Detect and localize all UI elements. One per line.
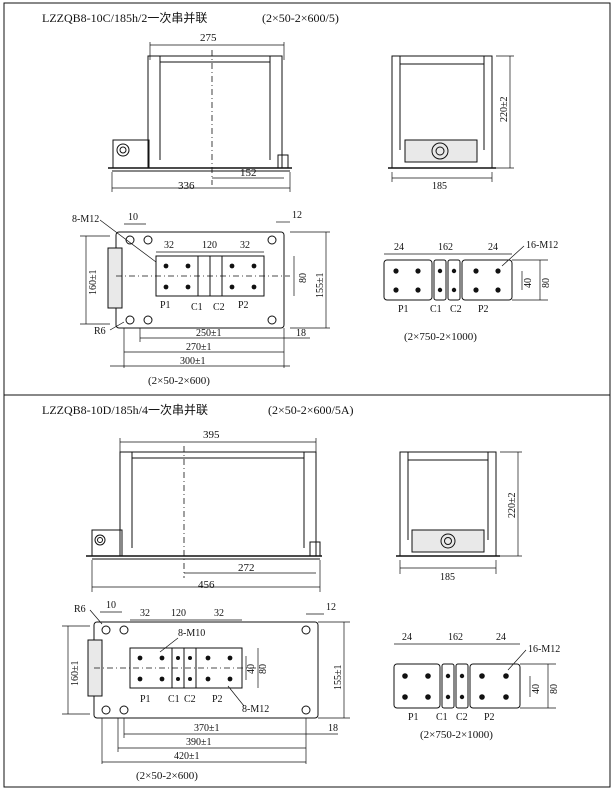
section-d-plan-c1: C1 xyxy=(168,694,180,705)
section-c-term-d24a: 24 xyxy=(394,242,404,253)
section-c-term-hole-label: 16-M12 xyxy=(526,240,558,251)
section-d-plan-view: R6 10 12 32 120 32 8-M10 xyxy=(62,600,350,782)
section-d-term-d162: 162 xyxy=(448,632,463,643)
section-c-plan-radius: R6 xyxy=(94,326,106,337)
section-c-term-c1: C1 xyxy=(430,304,442,315)
section-c-plan-w270: 270±1 xyxy=(186,342,212,353)
section-d-plan-c2: C2 xyxy=(184,694,196,705)
section-d-front-width-bottom: 456 xyxy=(198,579,215,591)
section-d-plan-caption: (2×50-2×600) xyxy=(136,770,198,782)
section-d-side-view: 220±2 185 xyxy=(396,451,522,583)
section-d-plan-w390: 390±1 xyxy=(186,737,212,748)
section-c-front-view: 275 152 336 xyxy=(108,32,292,192)
section-c-term-h40: 40 xyxy=(523,278,534,288)
section-c-plan-d120: 120 xyxy=(202,240,217,251)
section-d-plan-p1: P1 xyxy=(140,694,151,705)
section-c-term-d24b: 24 xyxy=(488,242,498,253)
section-d-term-hole-label: 16-M12 xyxy=(528,644,560,655)
section-c-plan-caption: (2×50-2×600) xyxy=(148,375,210,387)
section-d-plan-hole-label-a: 8-M10 xyxy=(178,628,205,639)
section-c-plan-view: 8-M12 10 12 32 120 32 xyxy=(72,210,330,387)
section-c-plan-c1: C1 xyxy=(191,302,203,313)
section-c-front-width-bottom: 336 xyxy=(178,180,195,192)
section-d-title: LZZQB8-10D/185h/4一次串并联 xyxy=(42,403,208,417)
section-c-side-view: 220±2 185 xyxy=(388,55,514,192)
section-c-spec: (2×50-2×600/5) xyxy=(262,11,339,25)
section-c-plan-d18: 18 xyxy=(296,328,306,339)
section-c-plan-w300: 300±1 xyxy=(180,356,206,367)
section-c-plan-d10: 10 xyxy=(128,212,138,223)
section-c-side-height: 220±2 xyxy=(499,97,510,123)
section-c-plan-hole-label: 8-M12 xyxy=(72,214,99,225)
section-c-plan-right-h: 155±1 xyxy=(315,273,326,299)
section-d-term-caption: (2×750-2×1000) xyxy=(420,729,493,741)
section-c-plan-d32a: 32 xyxy=(164,240,174,251)
section-c-plan-p2: P2 xyxy=(238,300,249,311)
section-c: LZZQB8-10C/185h/2一次串并联 (2×50-2×600/5) 27… xyxy=(42,11,558,387)
section-d-side-width: 185 xyxy=(440,572,455,583)
section-c-terminal-view: 24 162 24 16-M12 40 80 P1 xyxy=(383,240,558,343)
section-d-plan-d32b: 32 xyxy=(214,608,224,619)
section-c-plan-mid-h: 80 xyxy=(298,273,309,283)
section-c-term-caption: (2×750-2×1000) xyxy=(404,331,477,343)
section-c-plan-c2: C2 xyxy=(213,302,225,313)
section-d-plan-radius: R6 xyxy=(74,604,86,615)
section-c-title: LZZQB8-10C/185h/2一次串并联 xyxy=(42,11,207,25)
section-c-plan-p1: P1 xyxy=(160,300,171,311)
section-d-term-c1: C1 xyxy=(436,712,448,723)
section-c-plan-w250: 250±1 xyxy=(196,328,222,339)
section-c-term-p2: P2 xyxy=(478,304,489,315)
section-d-plan-right-h: 155±1 xyxy=(333,665,344,691)
section-c-side-width: 185 xyxy=(432,181,447,192)
section-d-spec: (2×50-2×600/5A) xyxy=(268,403,354,417)
section-c-term-d162: 162 xyxy=(438,242,453,253)
section-d-plan-w420: 420±1 xyxy=(174,751,200,762)
section-c-term-c2: C2 xyxy=(450,304,462,315)
section-c-plan-left-h: 160±1 xyxy=(88,270,99,296)
section-d-plan-left-h: 160±1 xyxy=(70,661,81,687)
section-d-plan-d10: 10 xyxy=(106,600,116,611)
section-d-term-d24b: 24 xyxy=(496,632,506,643)
section-d-plan-d120: 120 xyxy=(171,608,186,619)
section-d-plan-h80: 80 xyxy=(258,664,269,674)
section-d: LZZQB8-10D/185h/4一次串并联 (2×50-2×600/5A) 3… xyxy=(42,403,560,782)
section-d-term-h40: 40 xyxy=(531,684,542,694)
section-d-terminal-view: 24 162 24 16-M12 40 80 P1 xyxy=(393,632,560,741)
section-d-plan-d18: 18 xyxy=(328,723,338,734)
section-d-term-c2: C2 xyxy=(456,712,468,723)
section-d-front-view: 395 272 456 xyxy=(86,429,322,592)
section-c-term-p1: P1 xyxy=(398,304,409,315)
section-c-plan-d32b: 32 xyxy=(240,240,250,251)
section-c-plan-d12: 12 xyxy=(292,210,302,221)
section-d-plan-p2: P2 xyxy=(212,694,223,705)
section-d-term-p1: P1 xyxy=(408,712,419,723)
section-c-term-h80: 80 xyxy=(541,278,552,288)
section-d-side-height: 220±2 xyxy=(507,493,518,519)
section-c-front-offset: 152 xyxy=(240,167,257,179)
section-d-plan-w370: 370±1 xyxy=(194,723,220,734)
section-d-term-p2: P2 xyxy=(484,712,495,723)
section-d-plan-d32a: 32 xyxy=(140,608,150,619)
section-d-plan-h40: 40 xyxy=(246,664,257,674)
section-d-plan-hole-label-b: 8-M12 xyxy=(242,704,269,715)
section-d-front-offset: 272 xyxy=(238,562,255,574)
section-d-plan-d12: 12 xyxy=(326,602,336,613)
section-d-term-d24a: 24 xyxy=(402,632,412,643)
section-d-term-h80: 80 xyxy=(549,684,560,694)
section-d-front-width-top: 395 xyxy=(203,429,220,441)
section-c-front-width-top: 275 xyxy=(200,32,217,44)
